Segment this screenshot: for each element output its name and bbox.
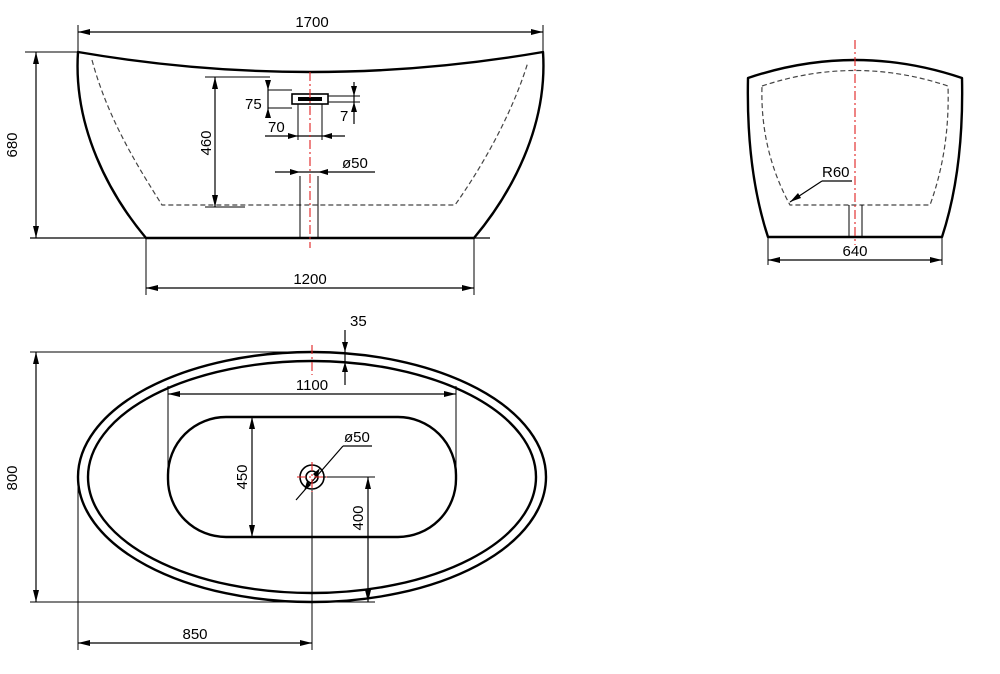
dimension-line-top-drain xyxy=(295,445,344,501)
dimension-drain-offset-x-label: 850 xyxy=(182,626,207,643)
dimension-overflow-depth-label: 460 xyxy=(198,130,215,155)
dimension-radius-label: R60 xyxy=(822,164,850,181)
plan-view: 800 35 1100 450 ø50 400 xyxy=(4,313,548,650)
dimension-height-label: 680 xyxy=(4,132,21,157)
front-view-inner-shell xyxy=(91,59,529,206)
side-view-outline xyxy=(746,58,964,239)
side-view: 640 R60 xyxy=(746,40,964,265)
dimension-overflow-width-label: 70 xyxy=(268,119,285,136)
side-view-inner-shell xyxy=(761,69,949,206)
dimension-base-label: 1200 xyxy=(293,271,326,288)
dimension-rim-label: 35 xyxy=(350,313,367,330)
dimension-top-drain-label: ø50 xyxy=(344,429,370,446)
dimension-length-label: 1700 xyxy=(295,14,328,31)
overflow-fitting-slot xyxy=(298,97,322,101)
dimension-overflow-height-label: 75 xyxy=(245,96,262,113)
dimension-front-drain-label: ø50 xyxy=(342,155,368,172)
dimension-drain-offset-y-label: 400 xyxy=(350,505,367,530)
front-view-outline xyxy=(76,50,545,240)
front-view: 1700 680 1200 460 75 70 xyxy=(4,14,545,295)
dimension-inner-width-label: 450 xyxy=(234,464,251,489)
dimension-overflow-thickness-label: 7 xyxy=(340,108,348,125)
dimension-end-width-label: 640 xyxy=(842,243,867,260)
dimension-width-label: 800 xyxy=(4,465,21,490)
dimension-inner-length-label: 1100 xyxy=(296,377,328,394)
